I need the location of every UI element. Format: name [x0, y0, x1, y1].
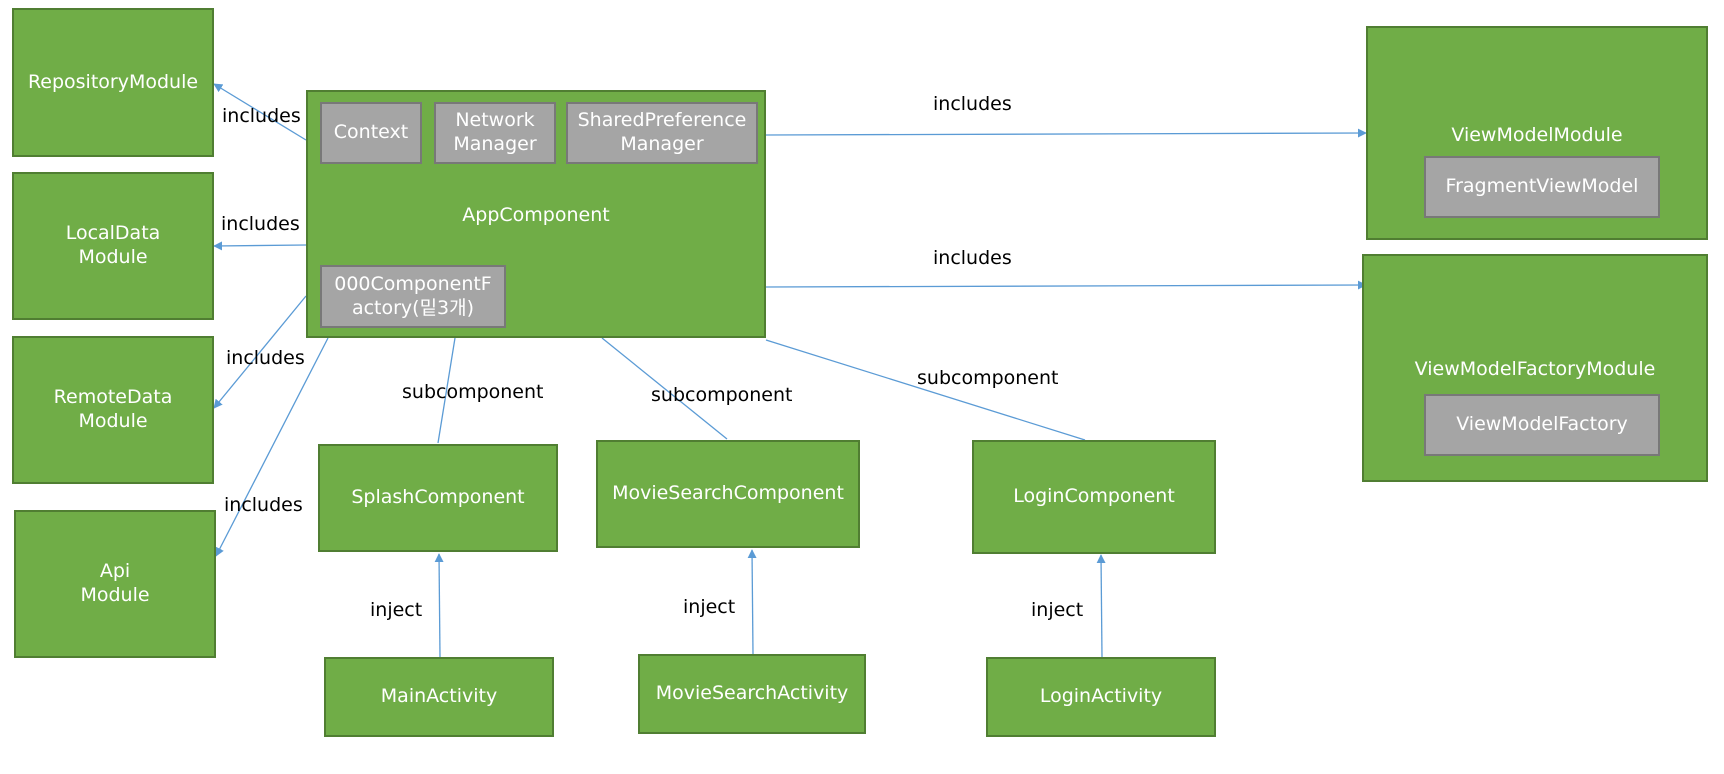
edge-subcomponent-login: [765, 339, 1086, 441]
label-includes-viewmodel: includes: [933, 93, 1012, 115]
edge-includes-viewmodelfactory: [765, 280, 1367, 290]
edge-inject-login: [1096, 554, 1106, 658]
localdata-module: LocalData Module: [12, 172, 214, 320]
remotedata-module: RemoteData Module: [12, 336, 214, 484]
repository-module: RepositoryModule: [12, 8, 214, 157]
label-inject-login: inject: [1031, 599, 1084, 621]
login-activity: LoginActivity: [986, 657, 1216, 737]
fragment-viewmodel-box: FragmentViewModel: [1424, 156, 1660, 218]
moviesearch-component: MovieSearchComponent: [596, 440, 860, 548]
viewmodel-module-label: ViewModelModule: [1451, 124, 1623, 146]
label-includes-repository: includes: [222, 105, 301, 127]
network-manager-box: Network Manager: [434, 102, 556, 164]
viewmodel-factory-box: ViewModelFactory: [1424, 394, 1660, 456]
edge-includes-viewmodel: [765, 128, 1367, 138]
edge-subcomponent-moviesearch: [601, 337, 728, 440]
api-module: Api Module: [14, 510, 216, 658]
moviesearch-activity: MovieSearchActivity: [638, 654, 866, 734]
login-component: LoginComponent: [972, 440, 1216, 554]
label-includes-api: includes: [224, 494, 303, 516]
main-activity: MainActivity: [324, 657, 554, 737]
component-factory-box: 000ComponentF actory(밑3개): [320, 265, 506, 328]
edge-includes-repository: [213, 83, 307, 141]
edge-inject-moviesearch: [747, 549, 757, 655]
sharedpreference-manager-box: SharedPreference Manager: [566, 102, 758, 164]
edge-includes-api: [215, 337, 329, 557]
label-includes-viewmodelfactory: includes: [933, 247, 1012, 269]
label-subcomponent-login: subcomponent: [917, 367, 1059, 389]
label-inject-main: inject: [370, 599, 423, 621]
context-box: Context: [320, 102, 422, 164]
edge-includes-remotedata: [213, 295, 307, 409]
label-inject-moviesearch: inject: [683, 596, 736, 618]
label-subcomponent-moviesearch: subcomponent: [651, 384, 793, 406]
edge-inject-main: [434, 553, 444, 658]
splash-component: SplashComponent: [318, 444, 558, 552]
edge-subcomponent-splash: [437, 337, 456, 444]
label-subcomponent-splash: subcomponent: [402, 381, 544, 403]
viewmodelfactory-module-label: ViewModelFactoryModule: [1414, 358, 1656, 380]
label-includes-localdata: includes: [221, 213, 300, 235]
app-component-label: AppComponent: [462, 204, 610, 226]
label-includes-remotedata: includes: [226, 347, 305, 369]
edge-includes-localdata: [213, 241, 307, 251]
